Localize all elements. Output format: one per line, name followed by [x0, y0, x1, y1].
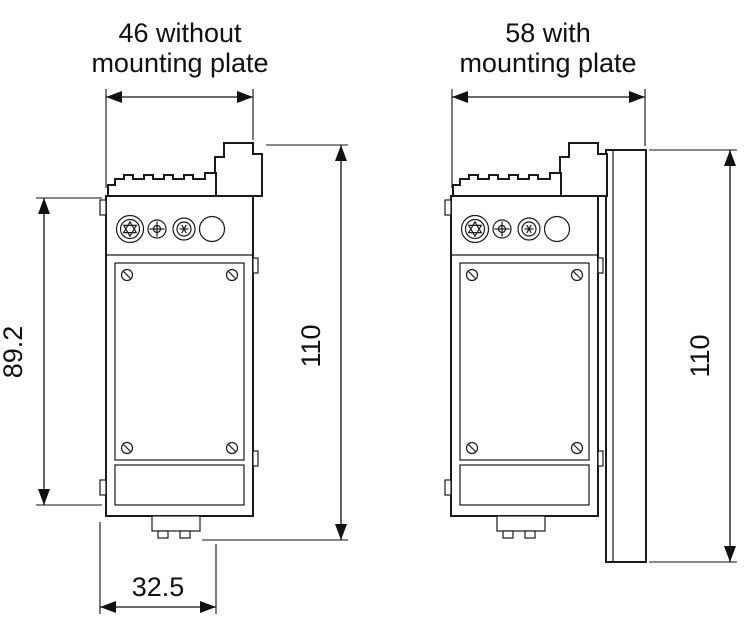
dim-height-89-2: 89.2 [0, 197, 102, 506]
dim-height-110-left: 110 [202, 144, 348, 541]
dim-label-58-line1: 58 with [505, 18, 591, 48]
dim-width-58: 58 with mounting plate [451, 18, 646, 188]
dim-height-110-right: 110 [649, 149, 737, 563]
dim-label-110-right: 110 [685, 334, 715, 377]
dim-label-58-line2: mounting plate [459, 48, 636, 78]
dim-label-46-line1: 46 without [118, 18, 242, 48]
dim-label-46-line2: mounting plate [91, 48, 268, 78]
right-view: 58 with mounting plate 110 [444, 18, 737, 563]
device-left [99, 142, 263, 539]
dim-width-32-5: 32.5 [99, 522, 217, 614]
dim-label-110-left: 110 [296, 324, 326, 367]
left-view: 46 without mounting plate 89.2 110 32.5 [0, 18, 348, 614]
dim-label-89-2: 89.2 [0, 326, 28, 379]
dim-width-46: 46 without mounting plate [91, 18, 269, 188]
device-right [444, 142, 608, 539]
dim-label-32-5: 32.5 [132, 572, 185, 602]
mounting-plate [605, 149, 647, 563]
